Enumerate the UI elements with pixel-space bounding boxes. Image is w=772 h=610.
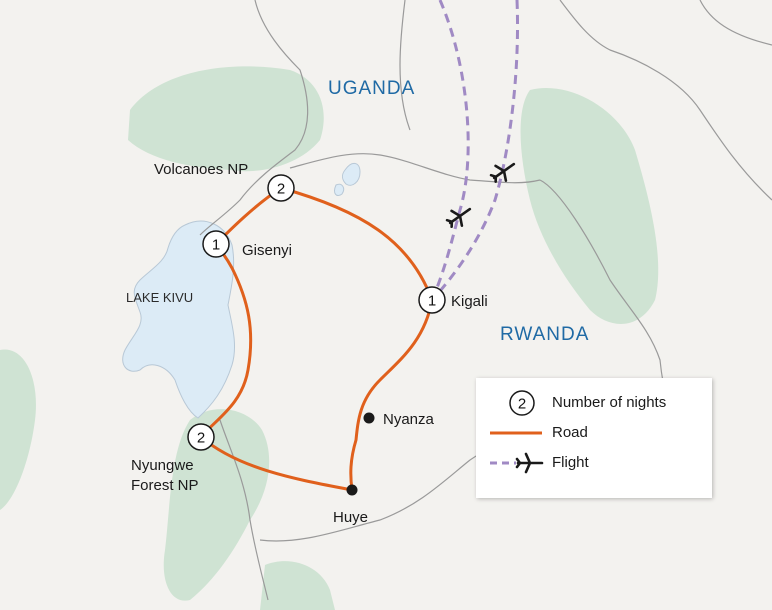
forest-area-southwest [163,409,270,601]
country-borders [199,0,772,601]
legend-road-row: Road [476,418,712,448]
rwanda-label: RWANDA [500,324,589,345]
flight-path-west [430,0,470,301]
legend-flight-label: Flight [552,454,589,471]
kigali-nights-badge: 1 [418,286,446,314]
gisenyi-nights-badge: 1 [202,230,230,258]
nyanza-dot [363,412,375,424]
plane-icon [489,162,516,184]
gisenyi-nights: 1 [212,237,220,254]
legend-nights-row: 2 Number of nights [476,388,712,418]
uganda-label: UGANDA [328,78,415,99]
forest-area-south [260,561,335,610]
nyungwe-nights-badge: 2 [187,423,215,451]
map-legend: 2 Number of nights Road Flight [476,378,712,498]
nights-badge-icon: 2 [509,390,535,416]
lake-kivu [122,220,235,419]
nyungwe-nights: 2 [197,430,205,447]
small-lake-1 [342,163,361,186]
volcanoes-nights: 2 [277,181,285,198]
legend-nights-sample: 2 [518,396,526,413]
gisenyi-label: Gisenyi [242,242,292,259]
forest-area-east [520,88,659,324]
legend-nights-label: Number of nights [552,394,667,411]
nyanza-label: Nyanza [383,411,435,428]
small-lake-2 [334,183,345,197]
kigali-nights: 1 [428,293,436,310]
flight-line-icon [490,452,544,474]
huye-label: Huye [333,509,368,526]
huye-dot [346,484,358,496]
nyungwe-label-line1: Nyungwe [131,457,194,474]
road-line-icon [490,431,542,435]
legend-road-label: Road [552,424,588,441]
nyungwe-label-line2: Forest NP [131,477,199,494]
legend-flight-row: Flight [476,448,712,478]
flight-routes [430,0,520,302]
volcanoes-nights-badge: 2 [267,174,295,202]
volcanoes-label: Volcanoes NP [154,161,248,178]
forest-area-north [128,66,324,172]
plane-icon [445,207,472,229]
kigali-label: Kigali [451,293,488,310]
lake-kivu-label: LAKE KIVU [126,290,193,305]
plane-icon [515,452,544,474]
forest-area-west [0,349,36,510]
